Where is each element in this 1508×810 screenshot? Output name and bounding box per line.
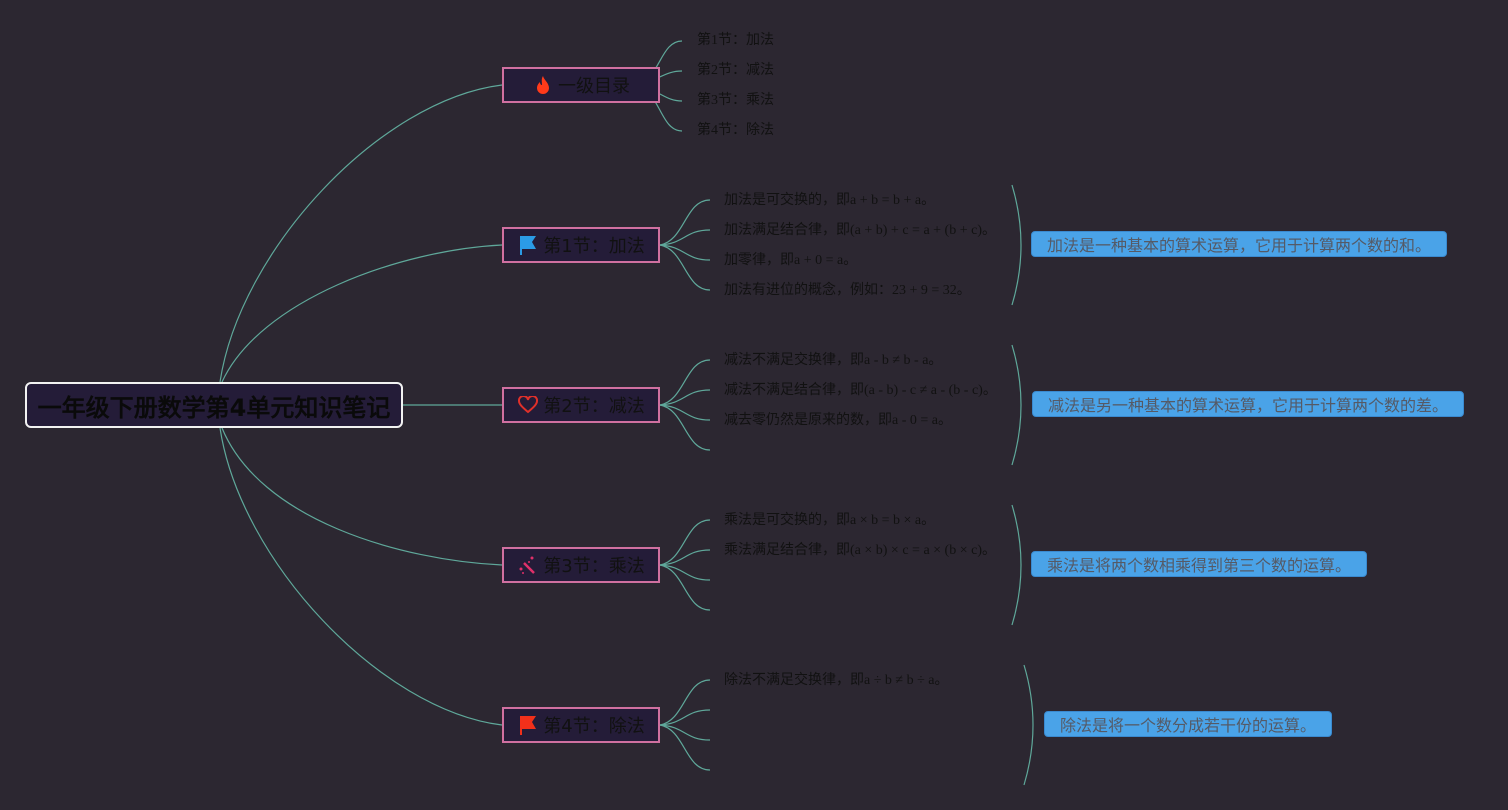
child-connector [659,404,711,421]
child-connector [659,199,711,246]
branch-label: 第3节：乘法 [543,556,645,577]
note-item[interactable]: 乘法满足结合律，即(a × b) × c = a × (b × c)。 [724,543,996,558]
child-connector [659,564,711,611]
note-item[interactable]: 加法有进位的概念，例如：23 + 9 = 32。 [724,283,971,298]
child-connector [659,389,711,406]
red-flag-icon [517,714,539,736]
child-connector [659,679,711,726]
directory-item[interactable]: 第4节：除法 [697,123,774,138]
summary-section-3[interactable]: 乘法是将两个数相乘得到第三个数的运算。 [1031,551,1367,577]
child-connector [659,709,711,726]
fire-icon [532,74,554,96]
branch-label: 一级目录 [558,76,630,97]
child-connector [659,404,711,451]
note-item[interactable]: 除法不满足交换律，即a ÷ b ≠ b ÷ a。 [724,673,949,688]
branch-label: 第2节：减法 [543,396,645,417]
note-item[interactable]: 减法不满足交换律，即a - b ≠ b - a。 [724,353,943,368]
heart-icon [517,394,539,416]
note-item[interactable]: 加法满足结合律，即(a + b) + c = a + (b + c)。 [724,223,996,238]
child-connector [659,244,711,291]
branch-section-2[interactable]: 第2节：减法 [502,387,660,423]
note-item[interactable]: 乘法是可交换的，即a × b = b × a。 [724,513,936,528]
directory-item[interactable]: 第2节：减法 [697,63,774,78]
blue-flag-icon [517,234,539,256]
child-connector [659,519,711,566]
child-connector [659,229,711,246]
note-item[interactable]: 加法是可交换的，即a + b = b + a。 [724,193,936,208]
child-connector [659,359,711,406]
note-item[interactable]: 减法不满足结合律，即(a - b) - c ≠ a - (b - c)。 [724,383,997,398]
branch-directory[interactable]: 一级目录 [502,67,660,103]
branch-section-1[interactable]: 第1节：加法 [502,227,660,263]
root-title: 一年级下册数学第4单元知识笔记 [37,393,391,422]
root-topic[interactable]: 一年级下册数学第4单元知识笔记 [25,382,403,428]
child-connector [659,724,711,741]
branch-section-4[interactable]: 第4节：除法 [502,707,660,743]
summary-section-2[interactable]: 减法是另一种基本的算术运算，它用于计算两个数的差。 [1032,391,1464,417]
directory-item[interactable]: 第1节：加法 [697,33,774,48]
child-connector [659,564,711,581]
magic-wand-icon [517,554,539,576]
summary-section-1[interactable]: 加法是一种基本的算术运算，它用于计算两个数的和。 [1031,231,1447,257]
child-connector [659,244,711,261]
summary-section-4[interactable]: 除法是将一个数分成若干份的运算。 [1044,711,1332,737]
child-connector [659,549,711,566]
note-item[interactable]: 加零律，即a + 0 = a。 [724,253,858,268]
branch-section-3[interactable]: 第3节：乘法 [502,547,660,583]
branch-label: 第1节：加法 [543,236,645,257]
child-connector [659,724,711,771]
directory-item[interactable]: 第3节：乘法 [697,93,774,108]
note-item[interactable]: 减去零仍然是原来的数，即a - 0 = a。 [724,413,952,428]
branch-label: 第4节：除法 [543,716,645,737]
